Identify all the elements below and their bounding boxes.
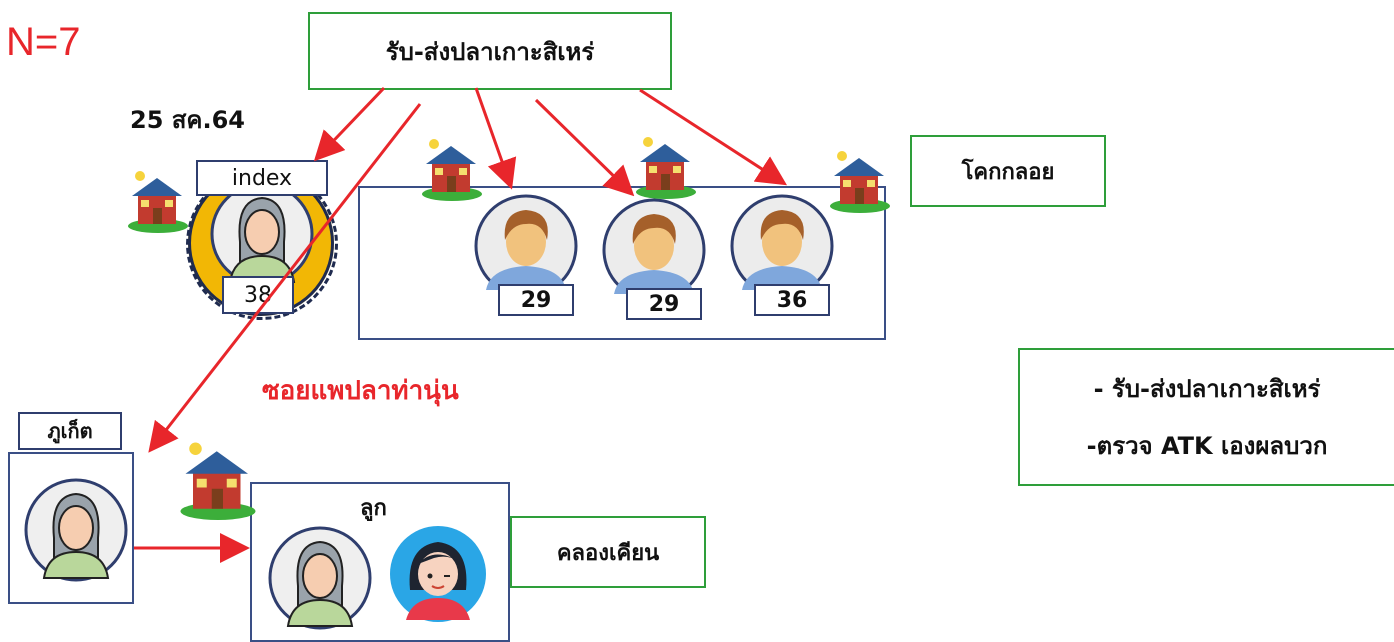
route-label: ซอยแพปลาท่านุ่น [262, 376, 459, 406]
man-avatar-3 [730, 194, 834, 298]
house-icon [636, 137, 696, 199]
age-label-2: 29 [626, 288, 702, 320]
house-icon [830, 151, 890, 213]
age-label-3: 36 [754, 284, 830, 316]
man-avatar-icon [602, 198, 706, 302]
woman-avatar-icon [268, 526, 372, 630]
phuket-avatar [24, 478, 128, 582]
note-line-2: -ตรวจ ATK เองผลบวก [1086, 432, 1328, 460]
location-label-khlongkhian: คลองเคียน [556, 540, 660, 566]
house-icon [128, 171, 188, 233]
age-label-index: 38 [222, 276, 294, 314]
man-avatar-icon [474, 194, 578, 298]
arrow-to-index [313, 86, 386, 162]
woman-avatar-icon [24, 478, 128, 582]
location-label-kokkloi: โคกกลอย [961, 159, 1055, 185]
location-box-kokkloi: โคกกลอย [910, 135, 1106, 207]
notes-box: - รับ-ส่งปลาเกาะสิเหร่ -ตรวจ ATK เองผลบว… [1018, 348, 1394, 486]
date-label: 25 สค.64 [130, 106, 245, 134]
man-avatar-2 [602, 198, 706, 302]
house-icon [422, 139, 482, 201]
man-avatar-icon [730, 194, 834, 298]
woman-avatar-icon [210, 182, 314, 286]
phuket-label: ภูเก็ต [18, 412, 122, 450]
house-icon [180, 442, 256, 520]
index-label: index [196, 160, 328, 196]
age-label-1: 29 [498, 284, 574, 316]
note-line-1: - รับ-ส่งปลาเกาะสิเหร่ [1093, 375, 1321, 403]
child-avatar-girl [390, 526, 486, 622]
source-box: รับ-ส่งปลาเกาะสิเหร่ [308, 12, 672, 90]
child-avatar-woman [268, 526, 372, 630]
arrow-to-case-2 [534, 98, 635, 197]
child-label: ลูก [360, 496, 387, 521]
man-avatar-1 [474, 194, 578, 298]
case-count: N=7 [6, 20, 81, 64]
source-label: รับ-ส่งปลาเกาะสิเหร่ [385, 37, 595, 66]
girl-avatar-icon [390, 526, 486, 622]
index-avatar [210, 182, 314, 286]
location-box-khlongkhian: คลองเคียน [510, 516, 706, 588]
